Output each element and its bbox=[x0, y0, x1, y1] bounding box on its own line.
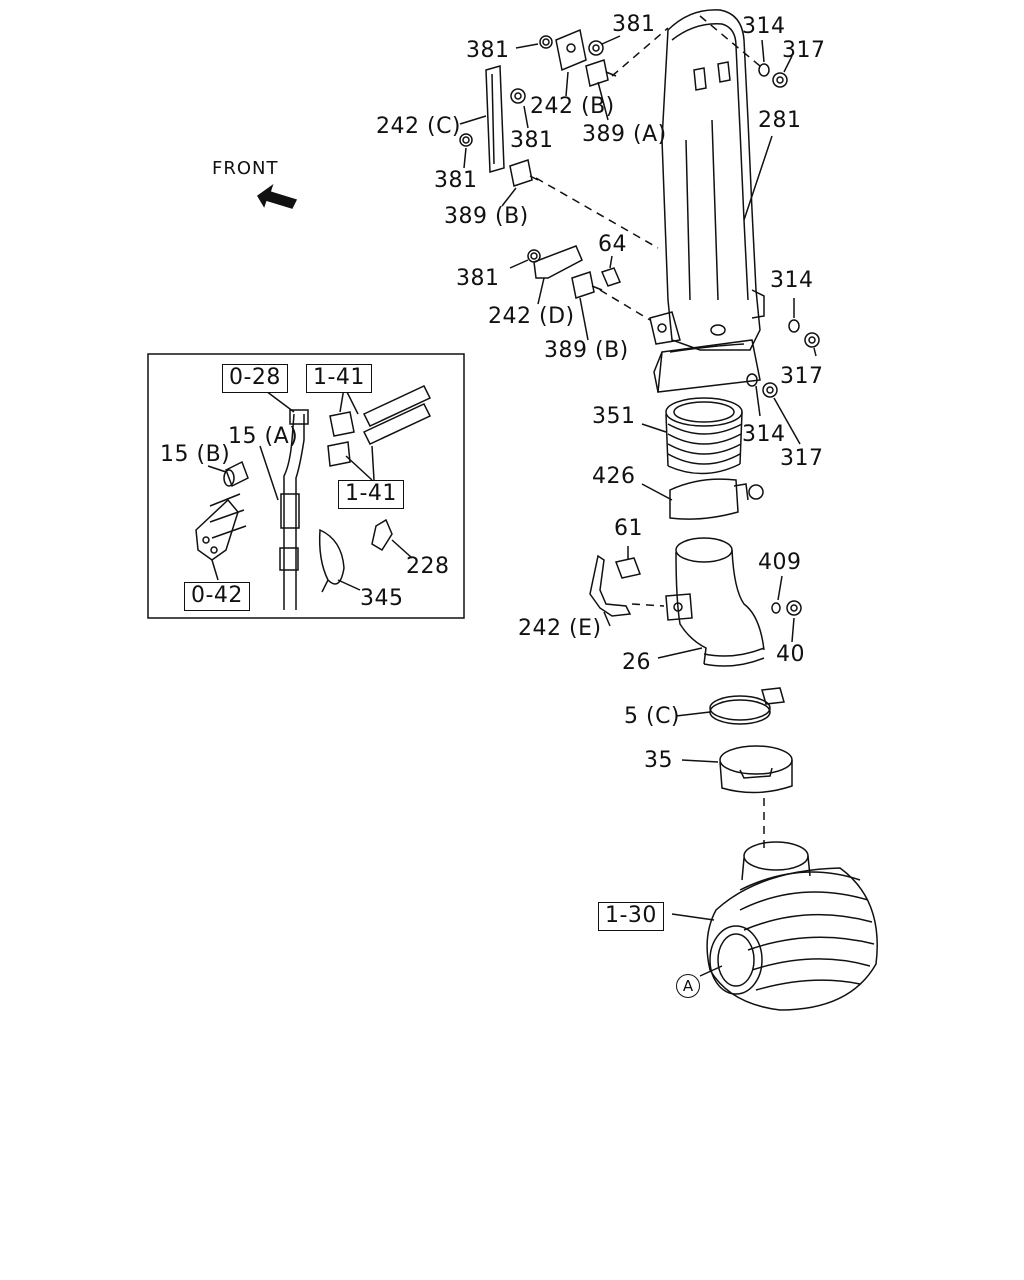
inset-callout-228: 228 bbox=[406, 554, 450, 579]
inset-callout-0-42: 0-42 bbox=[184, 582, 250, 611]
air-cleaner-1-30 bbox=[706, 841, 878, 1011]
nut-381-left bbox=[459, 133, 473, 147]
callout-351: 351 bbox=[592, 404, 636, 429]
callout-409: 409 bbox=[758, 550, 802, 575]
washer-314-right bbox=[788, 319, 800, 333]
hose-26 bbox=[665, 537, 765, 667]
inset-cable-tie-345 bbox=[318, 528, 345, 593]
callout-389b-upper: 389 (B) bbox=[444, 204, 529, 229]
bolt-64 bbox=[600, 267, 622, 287]
callout-314-lower: 314 bbox=[742, 422, 786, 447]
nut-381-right bbox=[588, 40, 604, 56]
mount-389a bbox=[585, 59, 617, 87]
bracket-242d bbox=[533, 245, 583, 279]
callout-381-top: 381 bbox=[466, 38, 510, 63]
callout-381-right: 381 bbox=[612, 12, 656, 37]
nut-317-top bbox=[772, 72, 788, 88]
inset-callout-15a: 15 (A) bbox=[228, 424, 299, 449]
callout-381-mid: 381 bbox=[510, 128, 554, 153]
callout-381-lower: 381 bbox=[456, 266, 500, 291]
nut-317-right bbox=[804, 332, 820, 348]
callout-426: 426 bbox=[592, 464, 636, 489]
bolt-61 bbox=[614, 557, 642, 579]
inset-clip-228 bbox=[371, 518, 393, 552]
callout-a: A bbox=[676, 974, 700, 998]
nut-381-top bbox=[539, 35, 553, 49]
callout-314-top: 314 bbox=[742, 14, 786, 39]
mount-389b-upper bbox=[509, 159, 539, 187]
nut-381-mid bbox=[510, 88, 526, 104]
nut-381-lower bbox=[527, 249, 541, 263]
inset-callout-0-28: 0-28 bbox=[222, 364, 288, 393]
front-arrow-icon bbox=[257, 184, 298, 209]
callout-242e: 242 (E) bbox=[518, 616, 602, 641]
inset-hoses-1-41 bbox=[327, 385, 432, 467]
leader-lines bbox=[459, 35, 817, 977]
bracket-242c bbox=[485, 65, 505, 173]
air-duct-281 bbox=[649, 9, 765, 393]
clamp-426 bbox=[669, 478, 764, 520]
callout-26: 26 bbox=[622, 650, 651, 675]
callout-389b-lower: 389 (B) bbox=[544, 338, 629, 363]
callout-1-30: 1-30 bbox=[598, 902, 664, 931]
callout-317-right: 317 bbox=[780, 364, 824, 389]
callout-281: 281 bbox=[758, 108, 802, 133]
inset-tube-15a bbox=[279, 409, 309, 610]
washer-409 bbox=[771, 602, 781, 614]
callout-40: 40 bbox=[776, 642, 805, 667]
inset-leader-lines bbox=[207, 387, 413, 591]
callout-317-lower: 317 bbox=[780, 446, 824, 471]
inset-callout-15b: 15 (B) bbox=[160, 442, 231, 467]
bellows-351 bbox=[665, 397, 743, 475]
inset-callout-345: 345 bbox=[360, 586, 404, 611]
inset-sleeve-15b bbox=[223, 460, 249, 488]
callout-61: 61 bbox=[614, 516, 643, 541]
callout-314-right: 314 bbox=[770, 268, 814, 293]
adapter-35 bbox=[719, 745, 793, 794]
callout-317-top: 317 bbox=[782, 38, 826, 63]
inset-bracket-0-42 bbox=[195, 493, 247, 561]
nut-40 bbox=[786, 600, 802, 616]
washer-314-top bbox=[758, 63, 770, 77]
callout-5c: 5 (C) bbox=[624, 704, 681, 729]
bracket-242e bbox=[589, 554, 632, 617]
callout-35: 35 bbox=[644, 748, 673, 773]
bracket-242b bbox=[555, 28, 587, 72]
clamp-5c bbox=[709, 687, 785, 725]
callout-242b: 242 (B) bbox=[530, 94, 615, 119]
mount-389b-lower bbox=[571, 271, 603, 299]
callout-389a: 389 (A) bbox=[582, 122, 667, 147]
nut-317-lower bbox=[762, 382, 778, 398]
callout-64: 64 bbox=[598, 232, 627, 257]
callout-242d: 242 (D) bbox=[488, 304, 575, 329]
washer-314-lower bbox=[746, 373, 758, 387]
callout-381-left: 381 bbox=[434, 168, 478, 193]
inset-callout-1-41-bottom: 1-41 bbox=[338, 480, 404, 509]
inset-callout-1-41-top: 1-41 bbox=[306, 364, 372, 393]
assembly-lines bbox=[535, 15, 765, 852]
inset-frame bbox=[147, 353, 465, 619]
callout-242c: 242 (C) bbox=[376, 114, 462, 139]
front-label: FRONT bbox=[212, 158, 279, 179]
